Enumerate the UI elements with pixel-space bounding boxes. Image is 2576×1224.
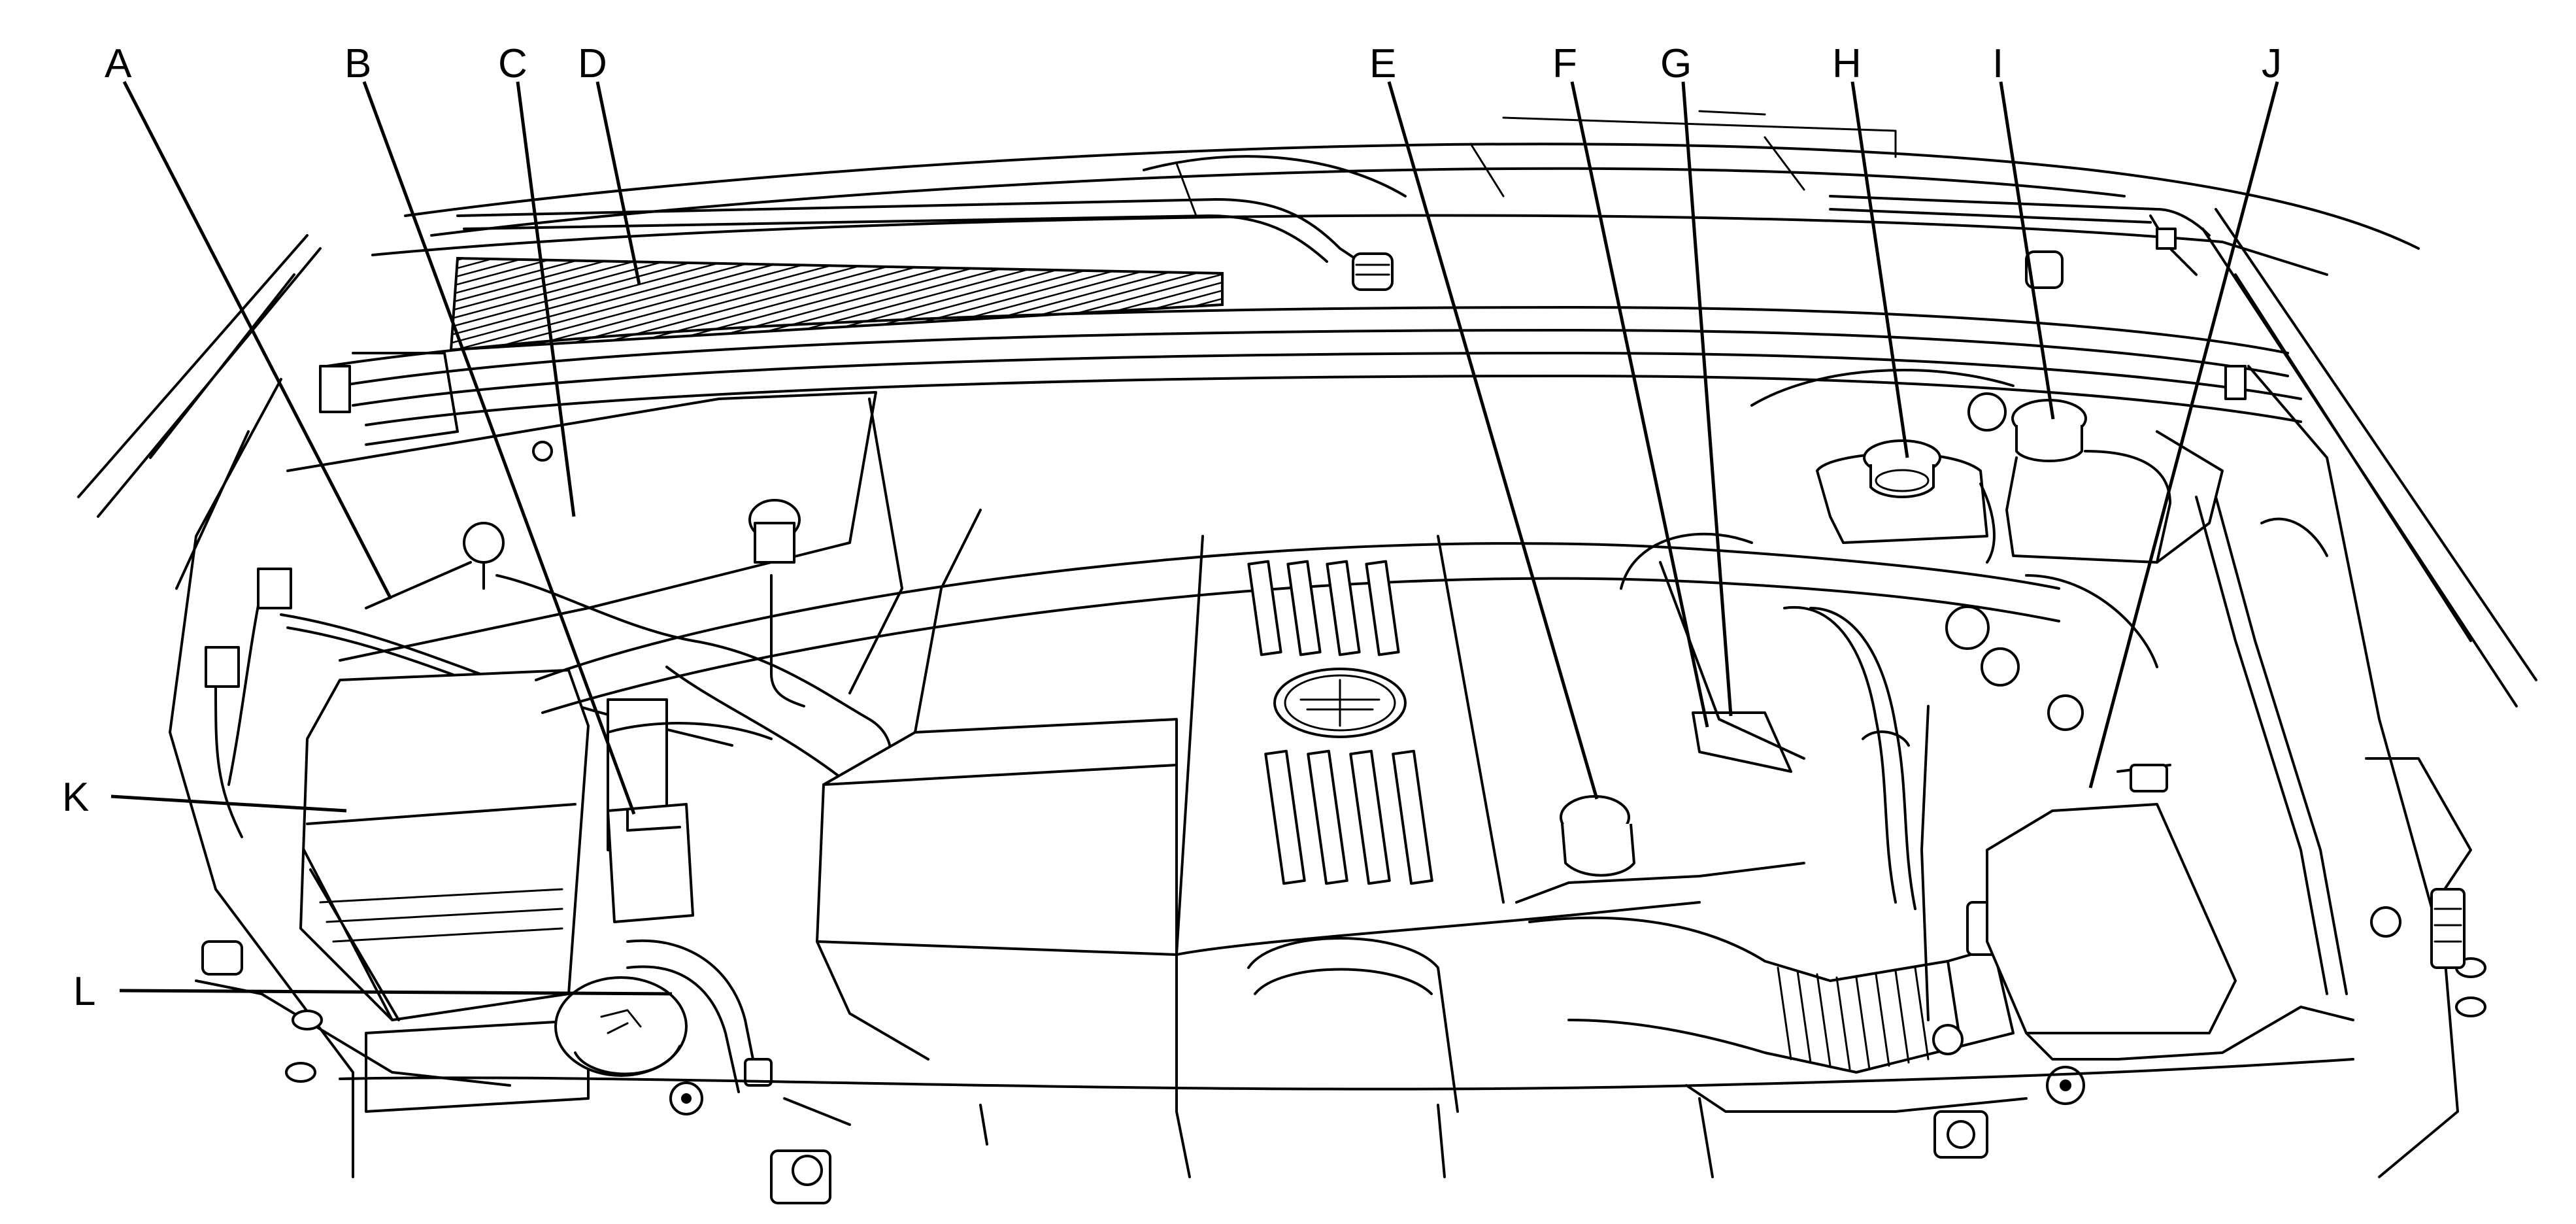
callout-label-G: G xyxy=(1660,41,1692,86)
right-lower-components xyxy=(1932,694,2486,1159)
callout-label-B: B xyxy=(344,41,371,86)
callout-label-J: J xyxy=(2262,41,2282,86)
callout-leaders xyxy=(110,80,2279,996)
leader-J xyxy=(2088,81,2279,789)
engine-coolant-cap xyxy=(1515,795,1805,904)
leader-D xyxy=(595,81,641,285)
leader-G xyxy=(1681,81,1733,717)
leader-K xyxy=(110,794,347,813)
callout-label-C: C xyxy=(498,41,527,86)
cowl-panel xyxy=(326,306,2302,426)
leader-I xyxy=(1999,81,2055,420)
leader-H xyxy=(1850,81,1909,458)
leader-B xyxy=(362,81,636,815)
cowl-and-hood-edge xyxy=(371,110,2420,276)
callout-label-K: K xyxy=(62,775,89,820)
leader-L xyxy=(119,989,673,996)
dipstick-and-hoses xyxy=(1620,532,1930,1021)
wiper-arm-left xyxy=(456,198,1394,291)
engine-cover xyxy=(1175,535,1701,1113)
leader-A xyxy=(122,80,393,600)
left-fender xyxy=(77,234,553,1178)
callout-label-E: E xyxy=(1369,41,1396,86)
leader-F xyxy=(1570,81,1709,728)
callout-label-A: A xyxy=(105,41,132,86)
right-fender xyxy=(2149,208,2537,1178)
leader-C xyxy=(516,81,576,517)
fuse-block xyxy=(299,669,773,1113)
air-cleaner-box xyxy=(816,509,1191,1178)
corrugated-hose-left xyxy=(626,939,773,1093)
front-left-lower xyxy=(195,940,831,1204)
brake-fluid-reservoir xyxy=(1750,369,2020,687)
callout-label-F: F xyxy=(1552,41,1577,86)
callout-label-L: L xyxy=(73,969,95,1014)
callout-label-I: I xyxy=(1992,41,2003,86)
leader-E xyxy=(1387,81,1599,800)
strut-tower-brace xyxy=(535,542,2158,714)
air-intake-duct xyxy=(1528,901,2041,1074)
callout-label-D: D xyxy=(578,41,607,86)
relay-module xyxy=(607,803,694,923)
callout-labels: A B C D E F G H I J K L xyxy=(62,41,2282,1014)
callout-label-H: H xyxy=(1832,41,1862,86)
front-lower-panel xyxy=(339,1058,2354,1178)
washer-fluid-cap xyxy=(554,976,703,1115)
